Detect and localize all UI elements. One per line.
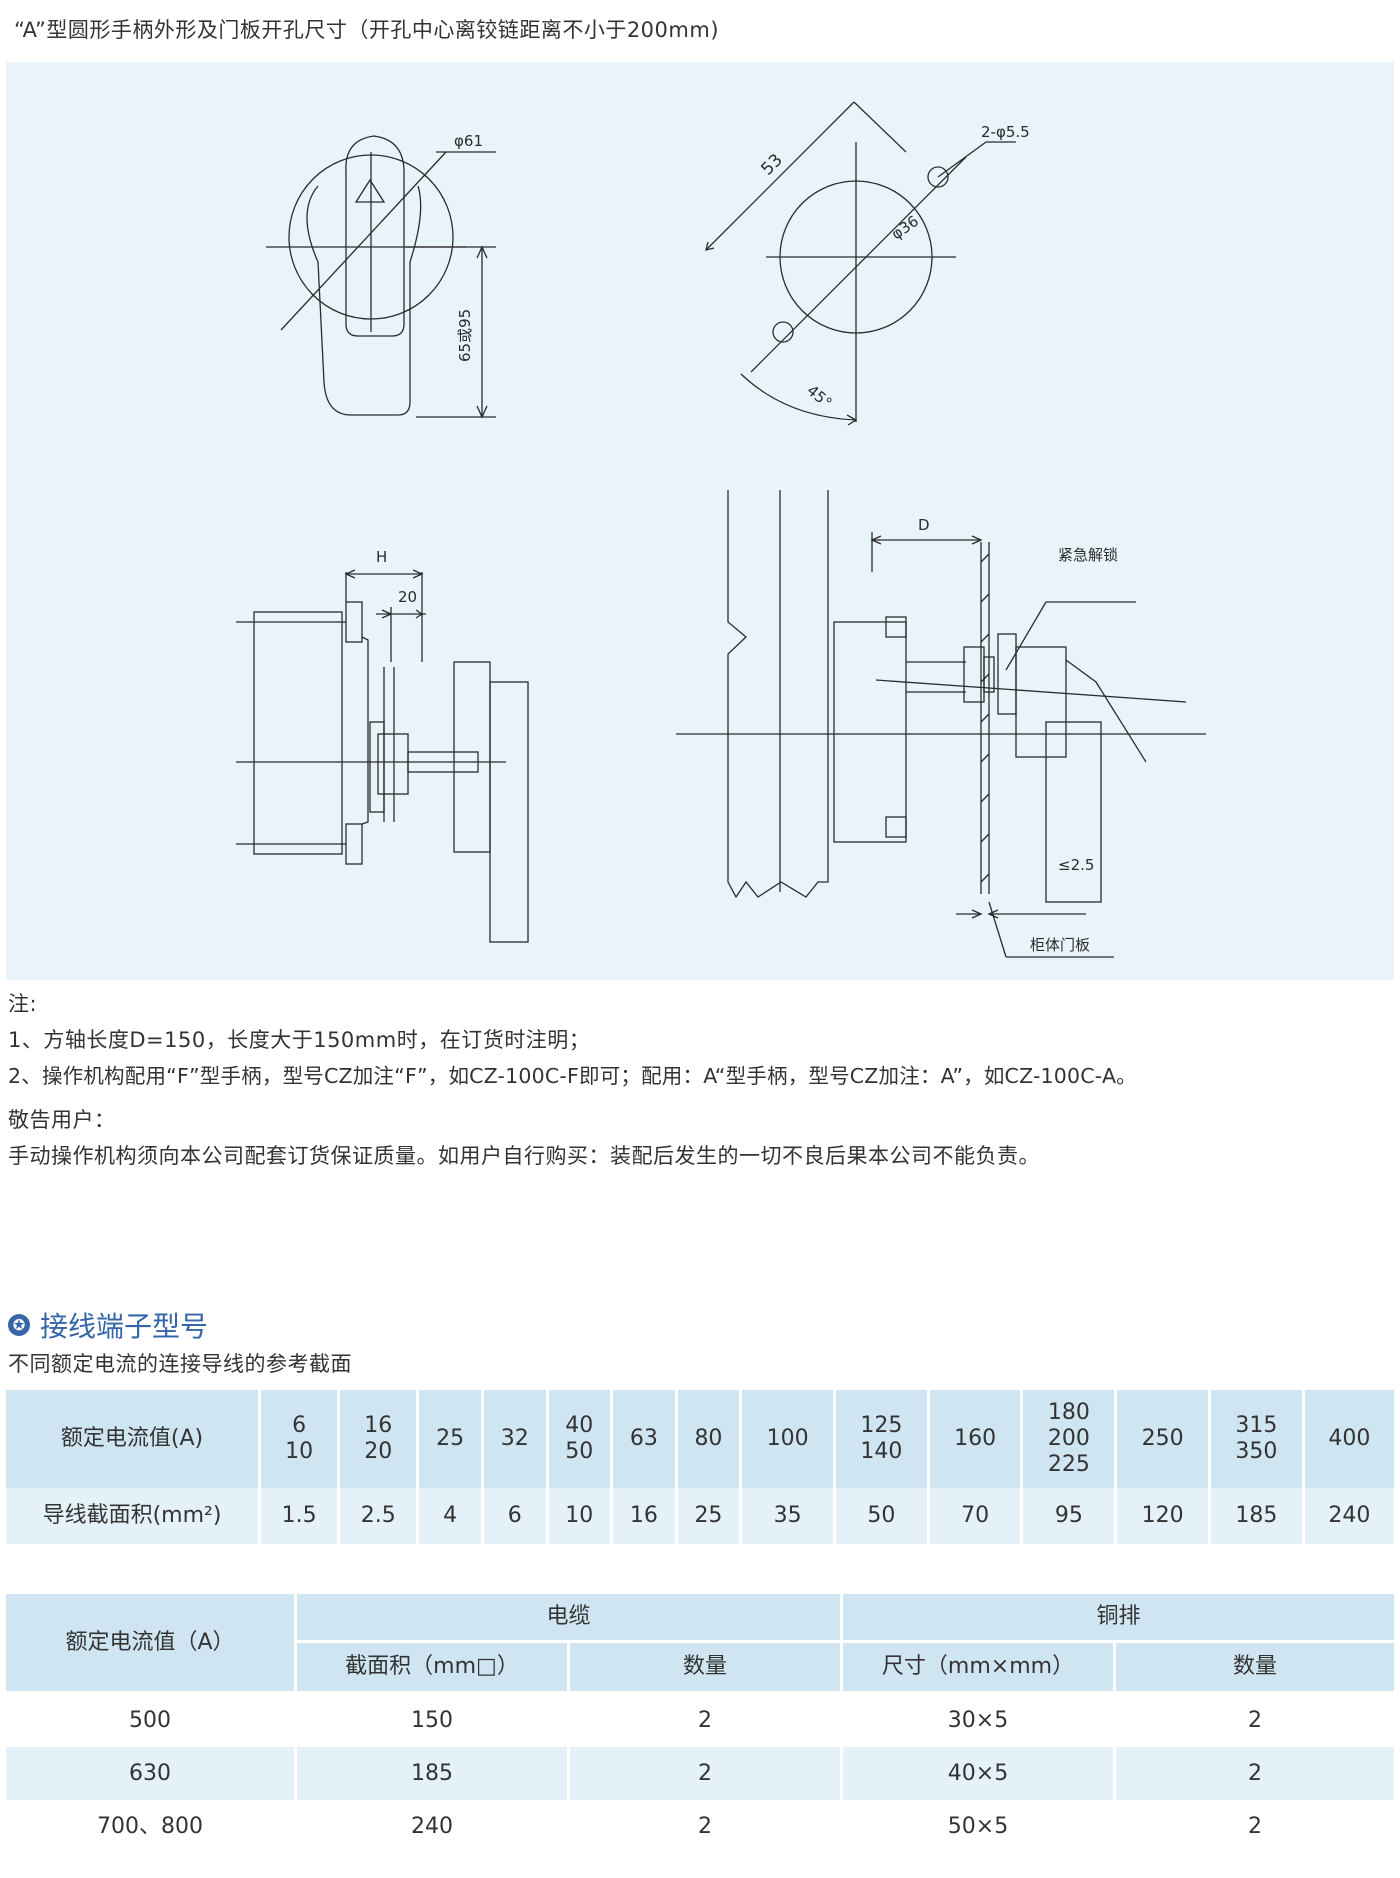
cell-cable-area: 150 [295,1692,570,1747]
header-busbar-size: 尺寸（mm×mm） [841,1641,1116,1694]
label-emergency-unlock: 紧急解锁 [1058,546,1118,564]
cell-area-4: 10 [547,1488,614,1544]
cell-area-6: 25 [676,1488,743,1544]
section-subtitle: 不同额定电流的连接导线的参考截面 [8,1352,352,1376]
cell-area-2: 4 [417,1488,484,1544]
dim-D: D [918,516,930,534]
cell-current-9: 160 [928,1390,1024,1488]
dim-H: H [376,548,387,566]
header-cable-qty: 数量 [568,1641,843,1694]
cell-area-5: 16 [611,1488,678,1544]
cell-current-5: 63 [611,1390,678,1488]
dim-holes: 2-φ5.5 [981,123,1030,141]
cell-current-12: 315 350 [1209,1390,1305,1488]
cell-current-6: 80 [676,1390,743,1488]
cell-area-8: 50 [834,1488,930,1544]
dim-le-2-5: ≤2.5 [1058,856,1094,874]
section-title: ✪ 接线端子型号 [8,1305,208,1345]
cell-cable-qty: 2 [568,1800,843,1853]
warning-heading: 敬告用户： [8,1108,116,1132]
cell-current-8: 125 140 [834,1390,930,1488]
cell-current-0: 6 10 [259,1390,341,1488]
section-title-text: 接线端子型号 [40,1310,209,1343]
cell-area-13: 240 [1303,1488,1394,1544]
note-2: 2、操作机构配用“F”型手柄，型号CZ加注“F”，如CZ-100C-F即可；配用… [8,1064,1137,1088]
page-title: “A”型圆形手柄外形及门板开孔尺寸（开孔中心离铰链距离不小于200mm) [14,18,720,42]
dim-53: 53 [757,150,786,179]
cell-area-7: 35 [740,1488,836,1544]
cell-current-1: 16 20 [338,1390,420,1488]
table-header-row: 额定电流值（A） 电缆 铜排 [6,1594,1394,1694]
cell-bus-size: 30×5 [841,1692,1116,1747]
star-icon: ✪ [8,1314,30,1336]
cell-area-0: 1.5 [259,1488,341,1544]
header-busbar: 铜排 [841,1594,1394,1643]
cell-bus-qty: 2 [1114,1800,1394,1853]
cell-rated: 500 [6,1692,297,1747]
cell-area-10: 95 [1021,1488,1118,1544]
technical-drawing: φ61 65或95 53 2-φ5.5 φ36 45° [236,101,1206,958]
cable-busbar-table: 额定电流值（A） 电缆 铜排 截面积（mm□） 数量 尺寸（mm×mm） 数量 … [6,1594,1394,1853]
cabinet-install-view [676,490,1206,958]
cell-current-11: 250 [1115,1390,1211,1488]
warning-text: 手动操作机构须向本公司配套订货保证质量。如用户自行购买：装配后发生的一切不良后果… [8,1144,1040,1168]
technical-drawing-panel: φ61 65或95 53 2-φ5.5 φ36 45° [6,62,1394,980]
row-label-current: 额定电流值(A) [6,1390,261,1488]
cell-area-12: 185 [1209,1488,1305,1544]
label-cabinet-door: 柜体门板 [1030,936,1090,954]
header-cable: 电缆 [295,1594,843,1643]
handle-front-view [266,135,496,419]
cell-bus-size: 40×5 [841,1747,1116,1800]
cell-rated: 630 [6,1747,297,1800]
cell-bus-size: 50×5 [841,1800,1116,1853]
cell-current-10: 180 200 225 [1021,1390,1118,1488]
cell-current-2: 25 [417,1390,484,1488]
table-header-row: 截面积（mm□） 数量 尺寸（mm×mm） 数量 [6,1641,1394,1694]
door-cutout-view [705,101,1016,426]
dim-angle-45: 45° [803,381,835,412]
header-cable-area: 截面积（mm□） [295,1641,570,1694]
dim-20: 20 [398,588,417,606]
header-rated-current: 额定电流值（A） [6,1594,297,1694]
dim-65-or-95: 65或95 [456,309,474,362]
cell-cable-qty: 2 [568,1692,843,1747]
dim-phi61: φ61 [454,132,483,150]
cell-area-3: 6 [482,1488,549,1544]
handle-side-view [236,569,529,943]
note-1: 1、方轴长度D=150，长度大于150mm时，在订货时注明； [8,1028,591,1052]
dim-phi36: φ36 [888,212,922,243]
header-busbar-qty: 数量 [1114,1641,1394,1694]
cell-current-4: 40 50 [547,1390,614,1488]
cell-bus-qty: 2 [1114,1747,1394,1800]
cell-cable-area: 240 [295,1800,570,1853]
cell-cable-qty: 2 [568,1747,843,1800]
cell-current-3: 32 [482,1390,549,1488]
cell-cable-area: 185 [295,1747,570,1800]
notes-heading: 注: [8,992,38,1016]
cell-area-9: 70 [928,1488,1024,1544]
cell-area-11: 120 [1115,1488,1211,1544]
cell-current-7: 100 [740,1390,836,1488]
cell-rated: 700、800 [6,1800,297,1853]
row-label-area: 导线截面积(mm²) [6,1488,261,1544]
cell-area-1: 2.5 [338,1488,420,1544]
cell-current-13: 400 [1303,1390,1394,1488]
cell-bus-qty: 2 [1114,1692,1394,1747]
